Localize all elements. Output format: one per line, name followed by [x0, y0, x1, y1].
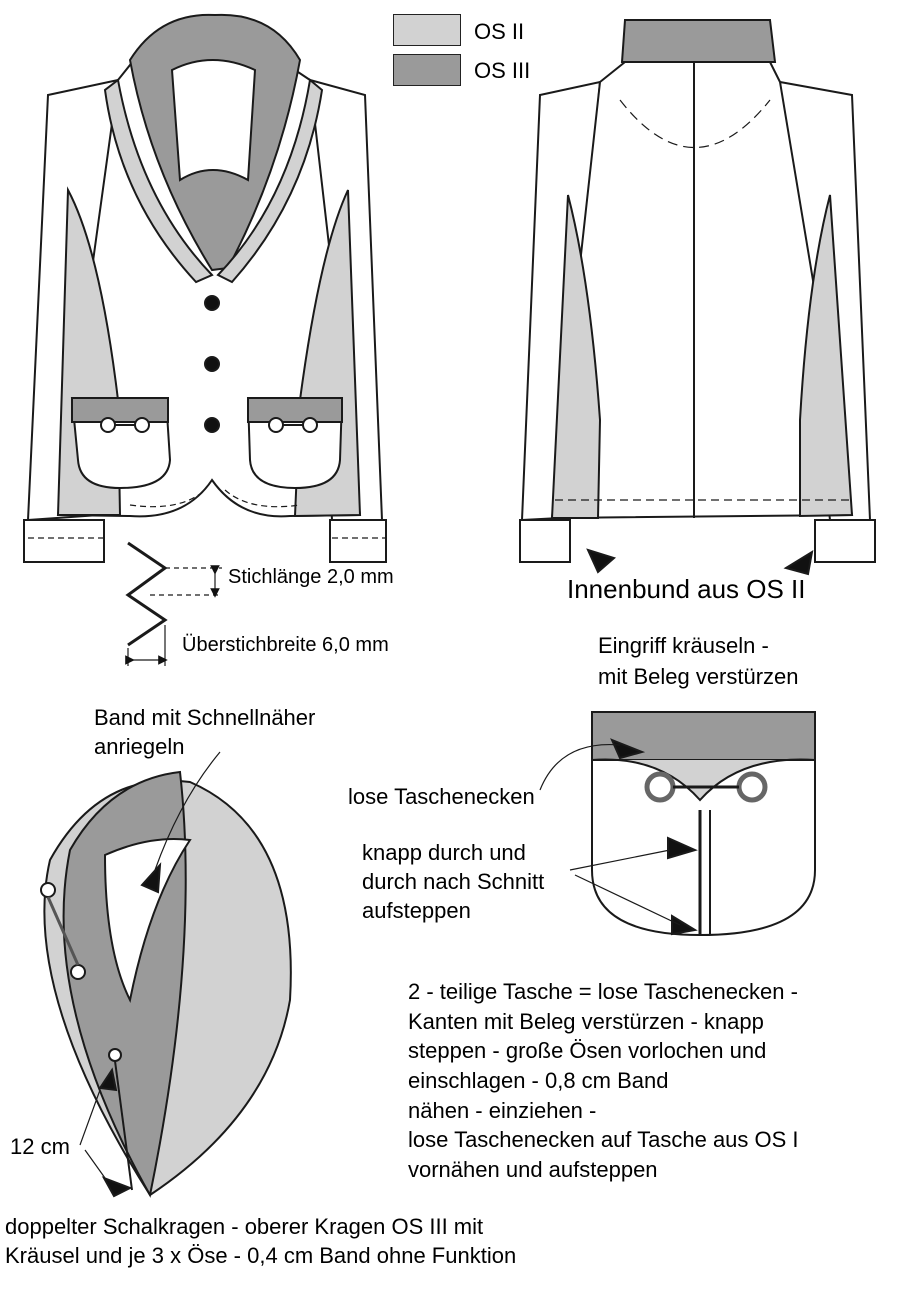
pocket-gather-note-2: mit Beleg verstürzen	[598, 664, 799, 689]
pocket-instruction-line: steppen - große Ösen vorlochen und	[408, 1038, 767, 1064]
legend-swatch-os2	[393, 14, 461, 46]
pocket-detail-view	[539, 711, 816, 937]
collar-caption-2: Kräusel und je 3 x Öse - 0,4 cm Band ohn…	[5, 1243, 517, 1268]
front-button-3	[204, 417, 220, 433]
stitch-through-note-2: durch nach Schnitt	[362, 869, 545, 894]
back-collar	[620, 19, 777, 63]
stitch-length-label: Stichlänge 2,0 mm	[228, 566, 394, 588]
front-left-lapel	[103, 78, 214, 284]
pocket-eyelet-right	[736, 771, 768, 803]
stitch-width-label: Überstichbreite 6,0 mm	[182, 634, 389, 656]
front-button-1	[204, 295, 220, 311]
back-left-cuff	[519, 519, 571, 563]
pocket-instruction-line: einschlagen - 0,8 cm Band	[408, 1068, 669, 1094]
back-right-side-panel	[799, 194, 854, 518]
pocket-instruction-line: lose Taschenecken auf Tasche aus OS I	[408, 1127, 799, 1153]
pocket-eyelet-left	[644, 771, 676, 803]
legend-label-os3: OS III	[474, 58, 531, 83]
legend-swatch-os3	[393, 54, 461, 86]
pocket-instruction-line: nähen - einziehen -	[408, 1097, 597, 1123]
band-length-label: 12 cm	[10, 1134, 70, 1159]
collar-band-note-2: anriegeln	[94, 734, 185, 759]
collar-caption-1: doppelter Schalkragen - oberer Kragen OS…	[5, 1214, 484, 1239]
stitch-through-note-3: aufsteppen	[362, 898, 471, 923]
front-left-cuff	[23, 519, 105, 563]
back-arrow-right	[783, 549, 814, 576]
back-right-cuff	[814, 519, 876, 563]
pocket-instructions: 2 - teilige Tasche = lose Taschenecken -…	[408, 977, 799, 1185]
legend-label-os2: OS II	[474, 19, 525, 44]
collar-detail-view	[40, 751, 292, 1198]
stitch-through-note-1: knapp durch und	[362, 840, 526, 865]
back-cuff-note: Innenbund aus OS II	[567, 574, 806, 604]
pocket-gather-note-1: Eingriff kräuseln -	[598, 633, 769, 658]
pocket-instruction-line: vornähen und aufsteppen	[408, 1157, 658, 1183]
loose-corners-label: lose Taschenecken	[348, 784, 535, 809]
pocket-instruction-line: 2 - teilige Tasche = lose Taschenecken -	[408, 979, 798, 1004]
front-right-lapel	[216, 78, 324, 284]
jacket-back-view	[519, 19, 876, 576]
zigzag-stitch-diagram	[125, 541, 222, 666]
collar-band-note-1: Band mit Schnellnäher	[94, 705, 316, 730]
back-arrow-left	[586, 548, 617, 574]
back-left-side-panel	[550, 194, 602, 519]
front-button-2	[204, 356, 220, 372]
jacket-front-view	[23, 13, 387, 563]
front-right-cuff	[329, 519, 387, 563]
pocket-instruction-line: Kanten mit Beleg verstürzen - knapp	[408, 1008, 764, 1034]
